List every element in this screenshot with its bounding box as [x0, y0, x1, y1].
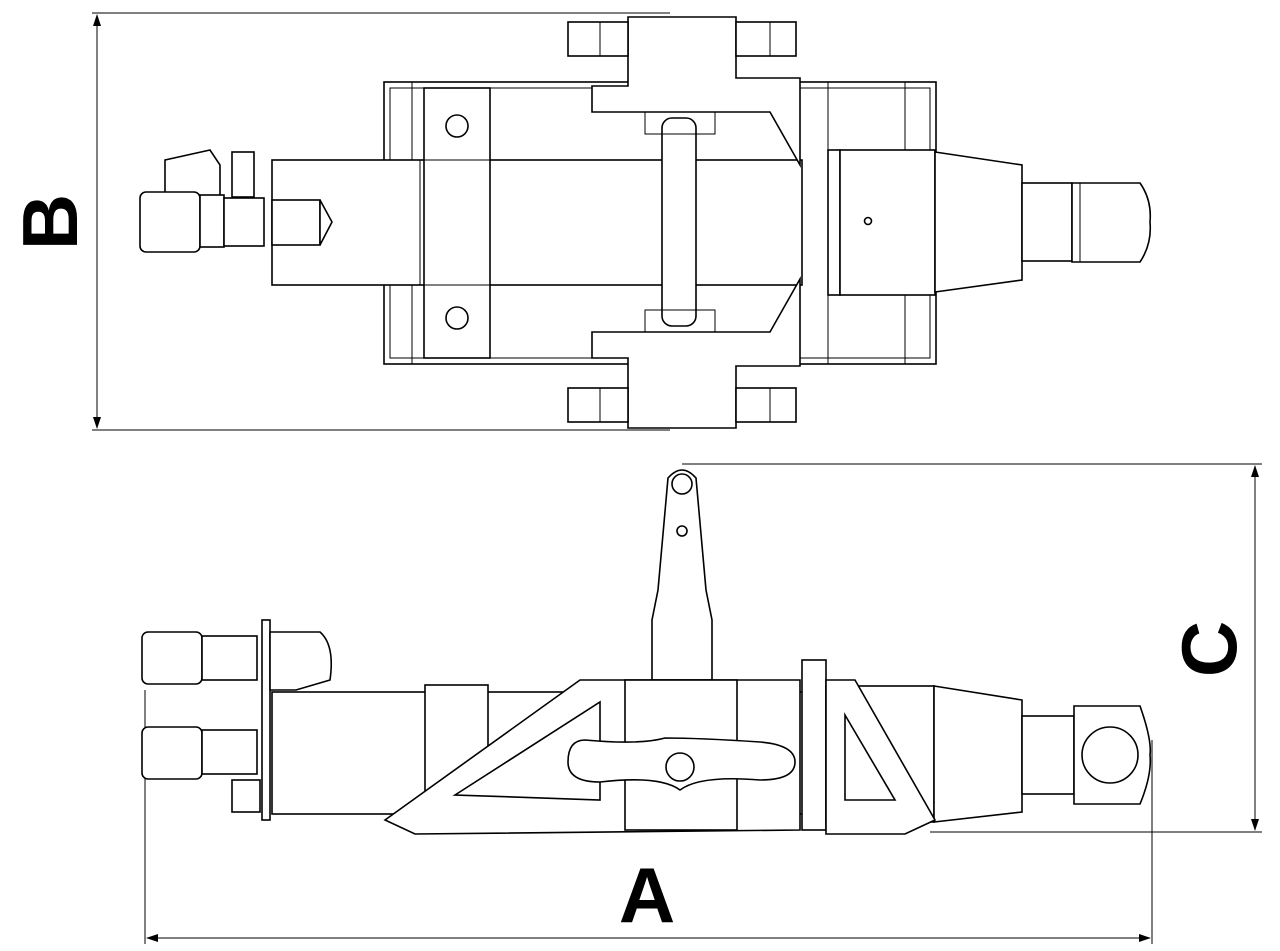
dimension-a-label: A: [619, 851, 675, 939]
dimension-b: B: [6, 12, 670, 431]
dimension-b-label: B: [6, 194, 94, 250]
top-view: B: [6, 12, 1152, 431]
dimension-c: C: [682, 463, 1262, 833]
side-view: C A: [141, 463, 1262, 944]
dimension-c-label: C: [1165, 621, 1253, 677]
dimension-a: A: [144, 690, 1153, 944]
